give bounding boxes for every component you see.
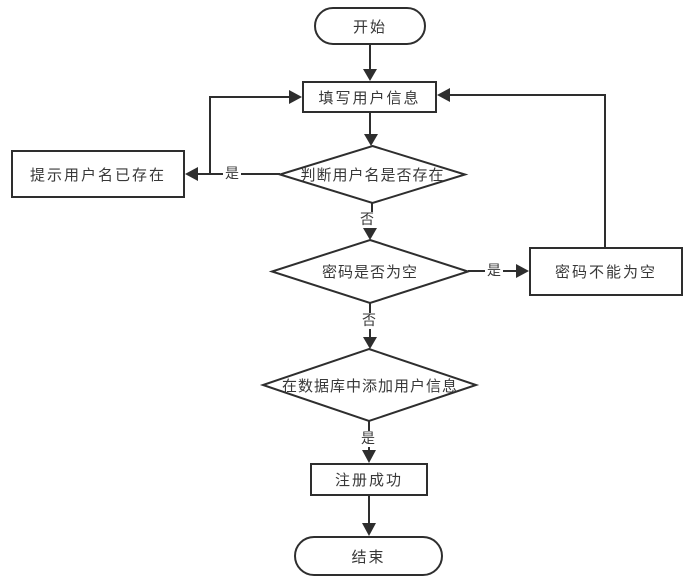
decision-check-password-label: 密码是否为空 — [280, 258, 460, 285]
arrowhead-into-password-empty — [516, 264, 529, 278]
node-register-success-label: 注册成功 — [334, 471, 403, 489]
decision-check-username-text: 判断用户名是否存在 — [300, 166, 445, 184]
arrowhead-into-check-password — [363, 228, 377, 240]
edge-empty-loop-to-fill — [444, 94, 606, 247]
decision-check-username-shape — [276, 144, 469, 205]
arrowhead-into-success — [362, 450, 376, 463]
decision-check-password-shape — [268, 238, 472, 305]
decision-check-username-label: 判断用户名是否存在 — [277, 161, 468, 188]
node-username-exists: 提示用户名已存在 — [11, 150, 185, 198]
arrowhead-into-fill-left — [289, 90, 302, 104]
decision-add-user-text: 在数据库中添加用户信息 — [281, 376, 458, 395]
node-end: 结束 — [294, 536, 443, 576]
decision-add-user-label: 在数据库中添加用户信息 — [264, 371, 476, 399]
arrowhead-into-fill-top — [363, 69, 377, 81]
arrowhead-into-end — [362, 523, 376, 536]
arrowhead-into-check-username — [364, 134, 378, 146]
node-start-label: 开始 — [352, 17, 387, 36]
node-fill-user-info-label: 填写用户信息 — [318, 88, 421, 107]
node-password-empty-label: 密码不能为空 — [554, 263, 657, 281]
decision-check-password-text: 密码是否为空 — [321, 263, 418, 281]
decision-add-user-shape — [259, 347, 480, 423]
node-end-label: 结束 — [351, 547, 386, 566]
edge-label-check-password-yes: 是 — [485, 263, 503, 279]
edge-label-check-username-yes: 是 — [223, 166, 241, 182]
node-username-exists-label: 提示用户名已存在 — [29, 165, 166, 184]
arrowhead-into-fill-right — [437, 88, 450, 102]
node-register-success: 注册成功 — [310, 463, 428, 496]
edge-label-check-password-no: 否 — [360, 313, 378, 329]
node-start: 开始 — [314, 7, 426, 45]
edge-exists-loop-to-fill — [209, 96, 298, 174]
node-fill-user-info: 填写用户信息 — [302, 81, 437, 113]
edge-label-check-username-no: 否 — [358, 212, 376, 228]
edge-label-add-user-yes: 是 — [359, 431, 377, 447]
arrowhead-into-exists — [185, 167, 198, 181]
node-password-empty: 密码不能为空 — [529, 247, 683, 296]
arrowhead-into-add-user — [363, 337, 377, 349]
